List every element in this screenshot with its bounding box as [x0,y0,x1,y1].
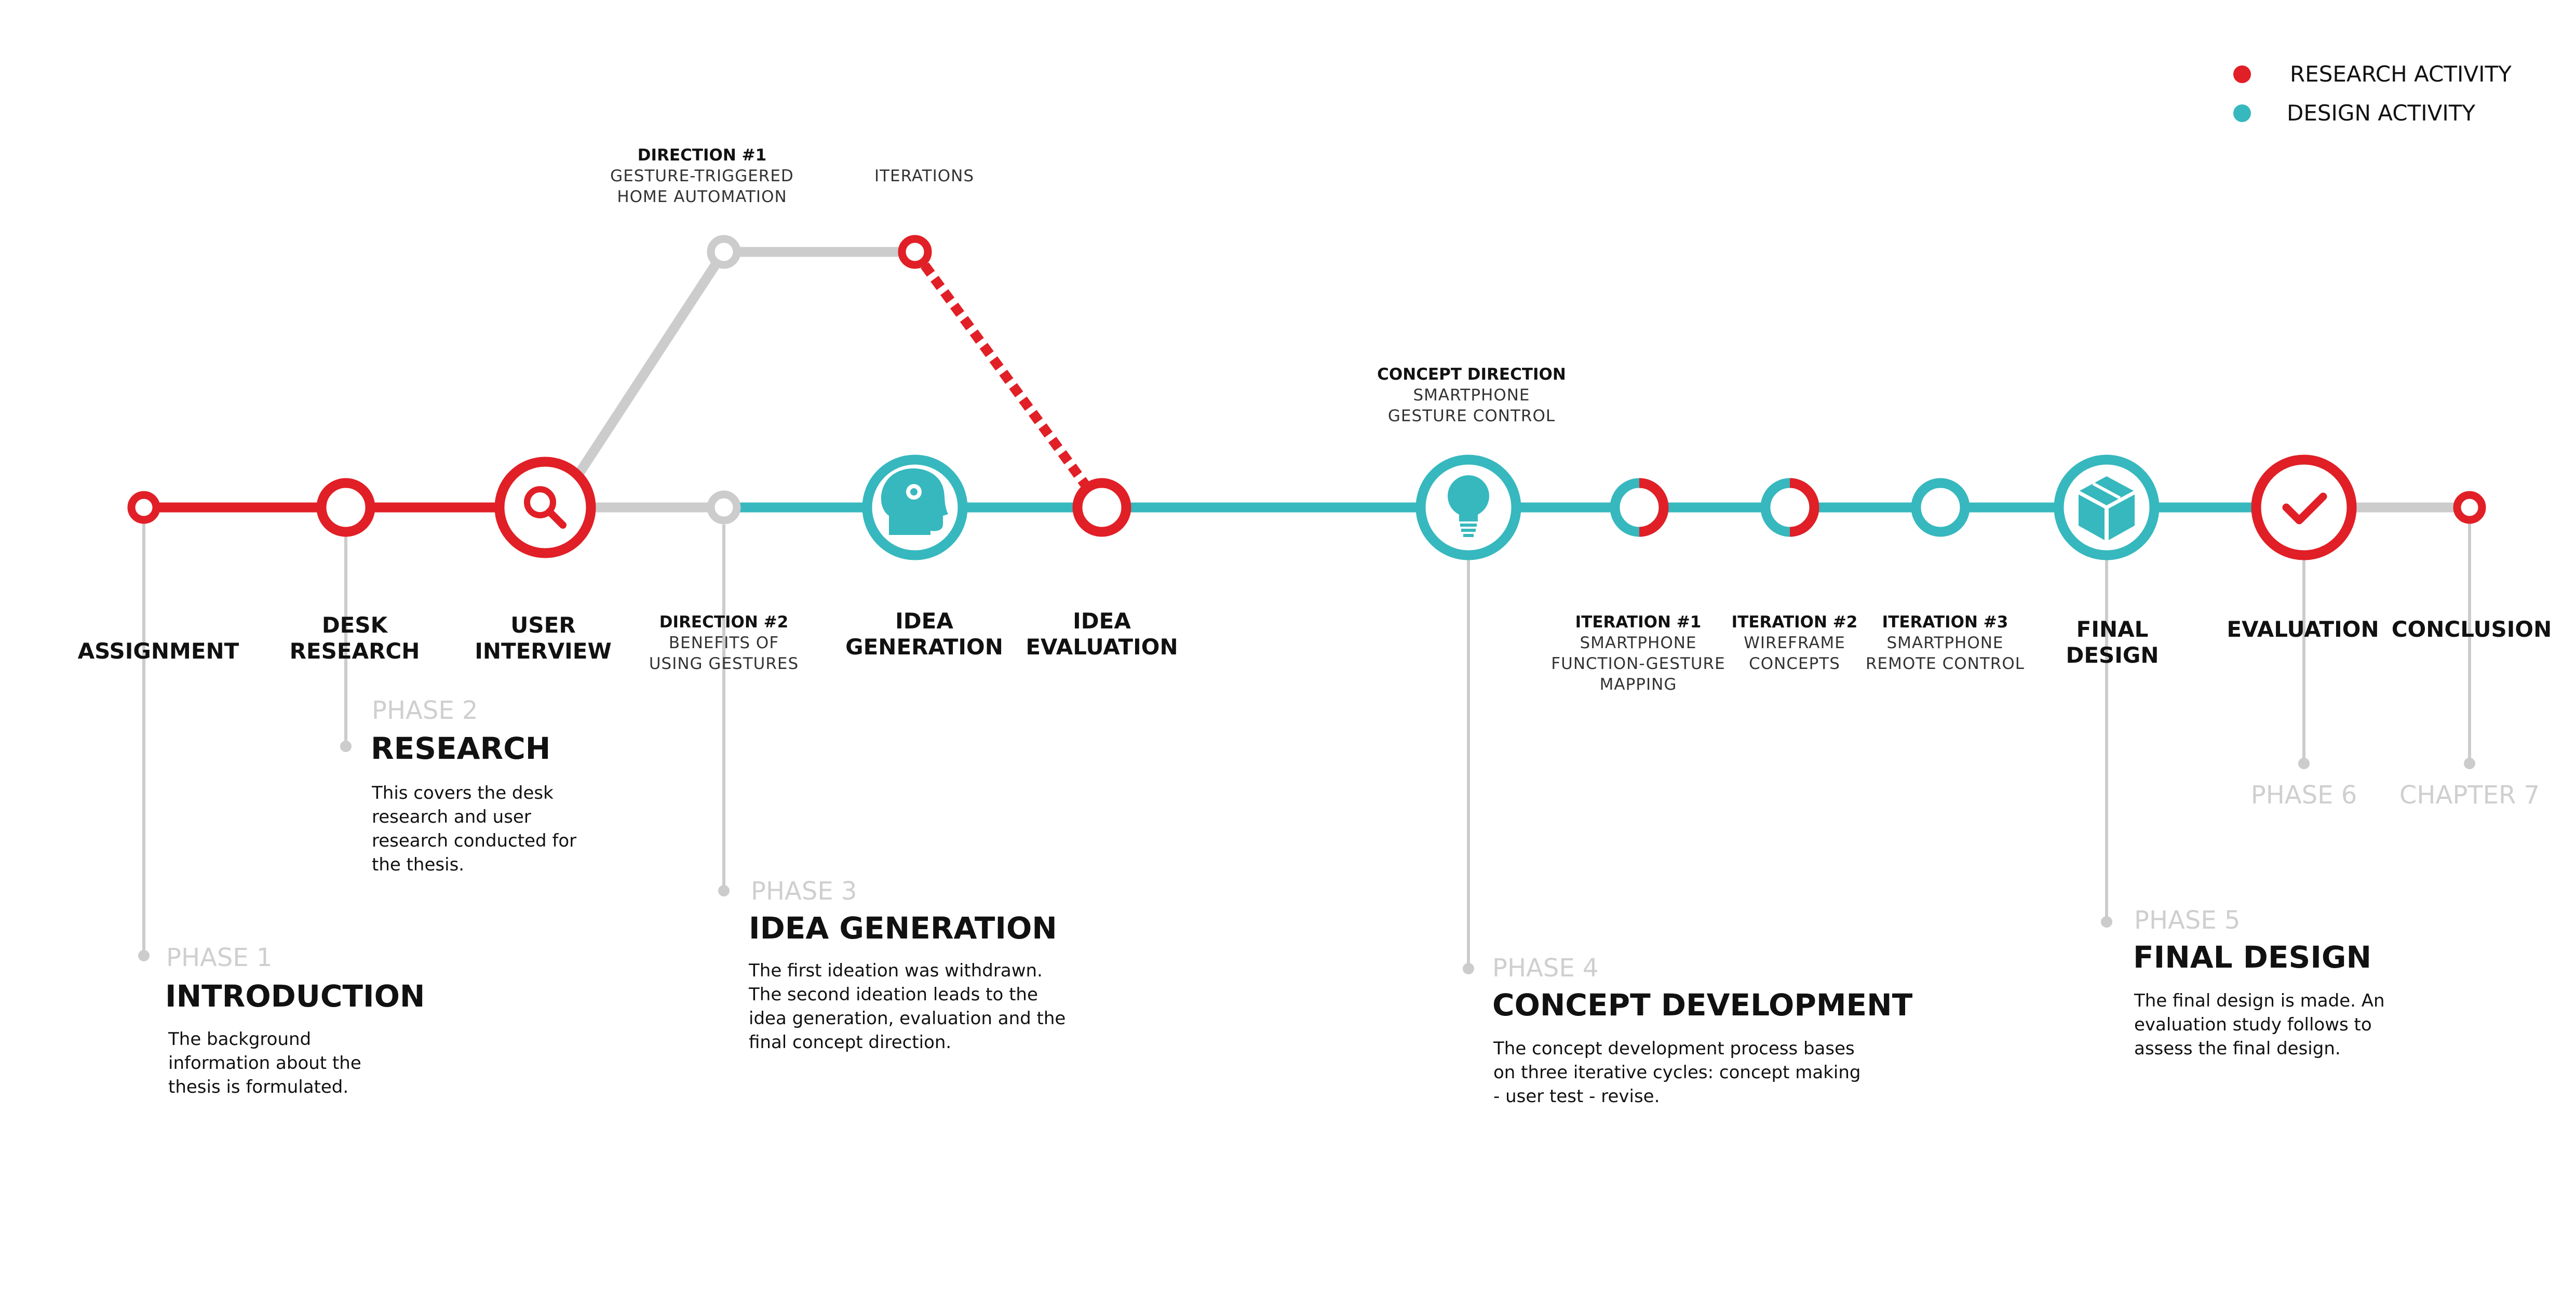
phase-5-number: PHASE 5 [2134,906,2240,935]
label-idea-evaluation-2: EVALUATION [1026,634,1178,660]
label-iteration1-line3: MAPPING [1600,675,1677,694]
chapter-7-number: CHAPTER 7 [2399,781,2540,810]
label-user-interview-2: INTERVIEW [475,638,612,664]
label-iteration2-title: ITERATION #2 [1732,613,1858,632]
phase-1-desc-1: The background [168,1029,311,1050]
phase-3-desc-3: idea generation, evaluation and the [749,1008,1066,1029]
label-user-interview-1: USER [510,612,575,638]
label-iteration1-line2: FUNCTION-GESTURE [1551,654,1725,673]
label-direction2-line1: BENEFITS OF [669,634,779,652]
phase-5-title: FINAL DESIGN [2133,940,2371,975]
node-desk-research [316,478,375,537]
node-evaluation [2251,454,2357,560]
label-idea-evaluation-1: IDEA [1073,608,1131,634]
phase-4-title: CONCEPT DEVELOPMENT [1492,987,1913,1023]
node-iteration1 [1610,478,1669,537]
phase-3-title: IDEA GENERATION [749,910,1057,946]
label-iteration3-line2: REMOTE CONTROL [1866,654,2025,673]
label-direction2-line2: USING GESTURES [649,654,799,673]
node-idea-generation [862,454,968,560]
label-idea-generation-2: GENERATION [845,634,1003,660]
label-iteration1-line1: SMARTPHONE [1580,634,1696,652]
phase-5-desc-2: evaluation study follows to [2134,1014,2372,1035]
phase-1-desc-2: information about the [168,1053,361,1074]
phase-1-block: PHASE 1 INTRODUCTION The background info… [165,943,425,1097]
phase-3-desc-4: final concept direction. [749,1032,951,1053]
legend-research-label: RESEARCH ACTIVITY [2290,61,2512,87]
node-iteration2 [1760,478,1819,537]
label-final-design-1: FINAL [2076,617,2149,642]
label-direction1-line1: GESTURE-TRIGGERED [610,167,794,185]
phase-4-desc-1: The concept development process bases [1493,1038,1855,1059]
lightbulb-icon [1448,475,1489,537]
phase-2-desc-3: research conducted for [372,830,576,851]
label-direction1-line2: HOME AUTOMATION [617,187,787,206]
phase-3-block: PHASE 3 IDEA GENERATION The first ideati… [748,877,1066,1053]
phase-5-desc-1: The final design is made. An [2134,990,2385,1011]
legend: RESEARCH ACTIVITY DESIGN ACTIVITY [2233,61,2512,126]
label-desk-research-2: RESEARCH [290,638,420,664]
label-desk-research-1: DESK [322,612,388,638]
phase-4-desc-3: - user test - revise. [1493,1086,1660,1107]
package-box-icon [2079,476,2135,540]
phase-2-block: PHASE 2 RESEARCH This covers the desk re… [371,696,576,875]
legend-design-label: DESIGN ACTIVITY [2287,100,2475,126]
legend-design-dot [2233,104,2251,122]
phase-2-title: RESEARCH [371,731,550,766]
label-direction2-title: DIRECTION #2 [659,613,788,632]
iterations-dotted-link [911,249,1106,511]
label-evaluation: EVALUATION [2227,617,2379,642]
phase-4-number: PHASE 4 [1492,954,1598,983]
label-assignment: ASSIGNMENT [78,638,239,664]
label-iteration2-line2: CONCEPTS [1749,654,1840,673]
label-direction1-title: DIRECTION #1 [638,146,766,165]
phase-1-title: INTRODUCTION [165,979,425,1014]
search-icon [524,486,567,529]
head-brain-icon [881,468,948,535]
phase-3-desc-1: The first ideation was withdrawn. [748,960,1043,981]
legend-research-dot [2233,65,2251,83]
label-final-design-2: DESIGN [2066,642,2159,668]
node-conclusion [2453,491,2486,524]
node-user-interview [494,457,596,558]
label-concept-direction-title: CONCEPT DIRECTION [1377,365,1566,384]
node-direction2 [707,490,741,525]
label-idea-generation-1: IDEA [895,608,953,634]
phase-1-desc-3: thesis is formulated. [168,1077,348,1097]
node-concept-direction [1415,454,1521,560]
node-final-design [2054,454,2160,560]
phase-4-block: PHASE 4 CONCEPT DEVELOPMENT The concept … [1492,954,1913,1107]
phase-2-number: PHASE 2 [372,696,478,725]
phase-4-desc-2: on three iterative cycles: concept makin… [1493,1062,1861,1083]
phase-3-desc-2: The second ideation leads to the [748,984,1038,1005]
node-idea-evaluation [1072,478,1131,537]
label-iteration1-title: ITERATION #1 [1575,613,1702,632]
checkmark-icon [2282,492,2327,525]
timeline-nodes [127,235,2486,560]
node-direction1 [707,235,741,269]
label-conclusion: CONCLUSION [2392,617,2552,642]
label-iteration3-line1: SMARTPHONE [1886,634,2003,652]
phase-pointers [138,512,2475,974]
label-concept-direction-line1: SMARTPHONE [1413,386,1530,405]
direction1-branch [574,247,915,478]
phase-2-desc-1: This covers the desk [371,783,554,803]
phase-3-number: PHASE 3 [751,877,857,906]
phase-2-desc-4: the thesis. [372,854,464,875]
phase-5-desc-3: assess the final design. [2134,1038,2341,1059]
phase-2-desc-2: research and user [372,807,531,827]
label-iteration2-line1: WIREFRAME [1744,634,1845,652]
phase-6-number: PHASE 6 [2251,781,2357,810]
label-iteration3-title: ITERATION #3 [1882,613,2008,632]
label-iterations: ITERATIONS [874,167,974,185]
node-assignment [127,491,160,524]
label-concept-direction-line2: GESTURE CONTROL [1388,407,1555,425]
node-iterations [898,235,932,269]
phase-5-block: PHASE 5 FINAL DESIGN The final design is… [2133,906,2385,1059]
milestone-labels: ASSIGNMENT DESK RESEARCH USER INTERVIEW … [78,146,2552,694]
node-iteration3 [1911,478,1970,537]
phase-1-number: PHASE 1 [166,943,272,972]
